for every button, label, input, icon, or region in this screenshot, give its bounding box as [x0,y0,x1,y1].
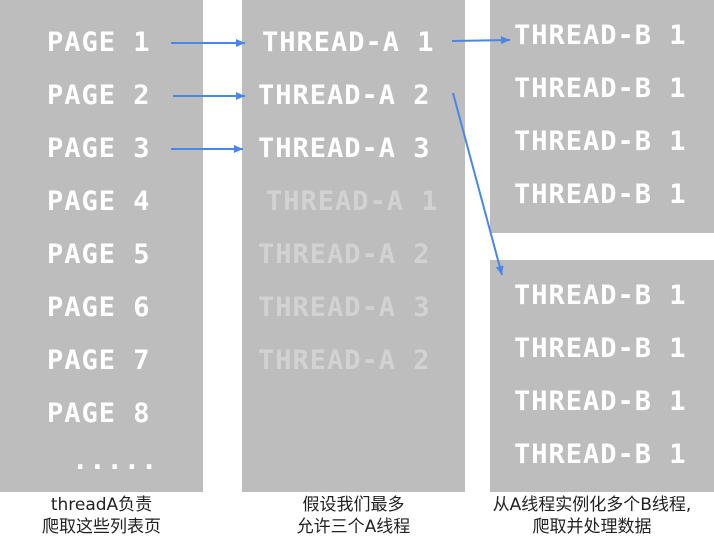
thread-b-item: THREAD-B 1 [514,20,687,51]
thread-a-item-waiting: THREAD-A 2 [258,345,431,376]
thread-b-item: THREAD-B 1 [514,179,687,210]
thread-a-item-waiting: THREAD-A 3 [258,292,431,323]
page-item: PAGE 5 [47,239,151,270]
thread-b-top-panel [490,0,714,233]
thread-a-panel [242,0,465,492]
thread-b-item: THREAD-B 1 [514,439,687,470]
pages-caption-line2: 爬取这些列表页 [42,517,161,537]
thread-a-item: THREAD-A 3 [258,133,431,164]
page-item: PAGE 6 [47,292,151,323]
thread-a-item: THREAD-A 1 [262,27,435,58]
thread-b-caption-line1: 从A线程实例化多个B线程, [492,495,692,515]
thread-a-item-waiting: THREAD-A 2 [258,239,431,270]
thread-b-item: THREAD-B 1 [514,280,687,311]
thread-b-bottom-panel [490,260,714,492]
thread-a-caption: 假设我们最多 允许三个A线程 [242,494,465,538]
arrow-thread-a1-to-thread-b [451,36,511,45]
page-item: PAGE 2 [47,80,151,111]
page-item: PAGE 7 [47,345,151,376]
thread-b-item: THREAD-B 1 [514,333,687,364]
pages-panel [0,0,203,492]
page-ellipsis: ..... [72,445,159,476]
thread-a-caption-line1: 假设我们最多 [302,495,405,515]
thread-b-caption-line2: 爬取并处理数据 [532,517,652,537]
page-item: PAGE 3 [47,133,151,164]
thread-b-item: THREAD-B 1 [514,126,687,157]
thread-b-item: THREAD-B 1 [514,73,687,104]
pages-caption-line1: threadA负责 [50,495,153,515]
pages-caption: threadA负责 爬取这些列表页 [0,494,203,538]
thread-a-item-waiting: THREAD-A 1 [266,186,439,217]
thread-a-caption-line2: 允许三个A线程 [296,517,411,537]
thread-b-item: THREAD-B 1 [514,386,687,417]
thread-b-caption: 从A线程实例化多个B线程, 爬取并处理数据 [470,494,714,538]
arrow-thread-a2-to-thread-b [452,92,504,276]
page-item: PAGE 8 [47,398,151,429]
page-item: PAGE 4 [47,186,151,217]
thread-a-item: THREAD-A 2 [258,80,431,111]
page-item: PAGE 1 [47,27,151,58]
